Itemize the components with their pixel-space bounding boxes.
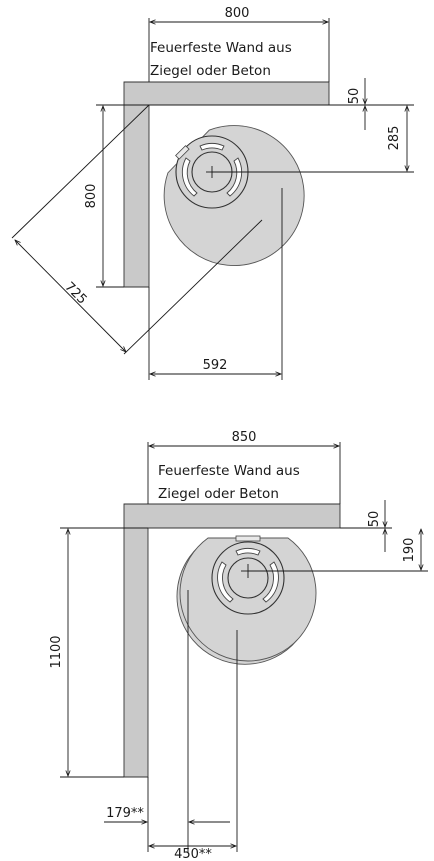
bottom-stove-vent-slot-3 bbox=[235, 548, 261, 556]
bottom-dim-height-label: 1100 bbox=[49, 635, 64, 668]
top-dim-width-label: 800 bbox=[225, 6, 250, 21]
bottom-wall-label-1: Feuerfeste Wand aus bbox=[158, 463, 300, 479]
bottom-wall-label-2: Ziegel oder Beton bbox=[158, 486, 279, 502]
top-dim-offset-label: 285 bbox=[387, 126, 402, 151]
top-stove-vent-slot-3 bbox=[199, 143, 225, 151]
bottom-dim-offset-label: 190 bbox=[402, 538, 417, 563]
top-stove-vent-slot-2 bbox=[226, 157, 243, 197]
top-stove-handle bbox=[175, 145, 190, 160]
bottom-stove bbox=[176, 535, 317, 665]
top-wall-label-2: Ziegel oder Beton bbox=[150, 63, 271, 79]
bottom-dim-bottom-label: 450** bbox=[174, 847, 212, 861]
top-dim-wall-thickness-label: 50 bbox=[347, 88, 362, 105]
bottom-stove-vent-slot-2 bbox=[262, 561, 279, 603]
bottom-diagram: Feuerfeste Wand aus Ziegel oder Beton 85… bbox=[49, 430, 428, 861]
top-stove-vent-slot-1 bbox=[181, 157, 198, 197]
bottom-dim-width-label: 850 bbox=[232, 430, 257, 445]
bottom-stove-vent-slot-1 bbox=[217, 561, 234, 603]
bottom-stove-handle bbox=[235, 535, 261, 542]
top-dim-bottom-label: 592 bbox=[203, 358, 228, 373]
top-wall-label-1: Feuerfeste Wand aus bbox=[150, 40, 292, 56]
top-dim-diagonal-label: 725 bbox=[61, 279, 89, 307]
bottom-dim-wall-thickness-label: 50 bbox=[367, 511, 382, 528]
top-stove bbox=[163, 125, 305, 266]
bottom-dim-side-clearance-label: 179** bbox=[106, 806, 144, 821]
top-diagram: Feuerfeste Wand aus Ziegel oder Beton 80… bbox=[11, 6, 414, 380]
top-dim-height-label: 800 bbox=[84, 184, 99, 209]
